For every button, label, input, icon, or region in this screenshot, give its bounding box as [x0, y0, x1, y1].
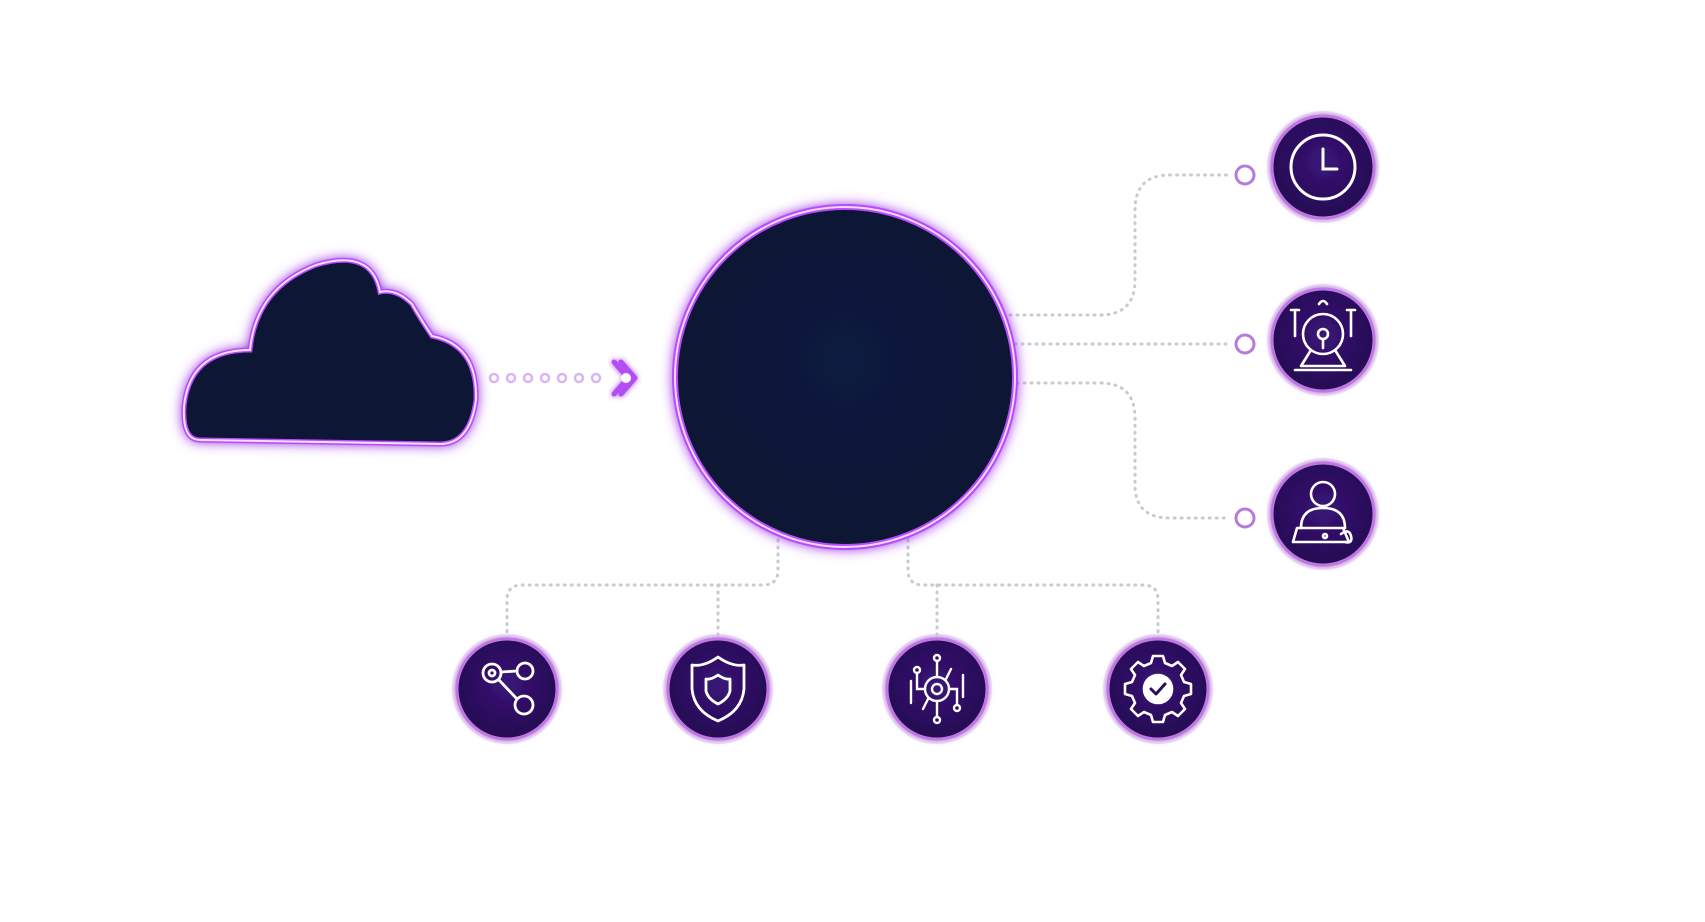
- cloud-to-hub-arrow: [488, 359, 638, 397]
- bottom-node-share: [452, 634, 562, 744]
- share-nodes-icon: [481, 661, 535, 716]
- bottom-node-chip: [882, 634, 992, 744]
- hub-node: [672, 204, 1018, 550]
- bottom-node-shield: [663, 634, 773, 744]
- connector-hub-to-bottom-right: [906, 538, 1160, 638]
- user-laptop-icon: [1291, 480, 1353, 544]
- connector-lines: [505, 173, 1232, 638]
- gear-check-icon: [1123, 654, 1193, 724]
- shield-icon: [690, 655, 746, 723]
- lock-alarm-icon: [1289, 299, 1357, 372]
- right-node-user-laptop: [1267, 458, 1379, 570]
- right-node-lock-alarm: [1267, 284, 1379, 396]
- bottom-node-gear: [1103, 634, 1213, 744]
- circuit-chip-icon: [909, 653, 965, 725]
- connector-hub-to-bottom-left: [505, 538, 780, 638]
- connector-hub-to-clock: [1001, 173, 1232, 317]
- clock-icon: [1289, 133, 1357, 201]
- connector-terminals: [1234, 164, 1256, 529]
- right-node-clock: [1267, 111, 1379, 223]
- connector-hub-to-user: [1008, 381, 1232, 520]
- cloud-node: [181, 257, 479, 447]
